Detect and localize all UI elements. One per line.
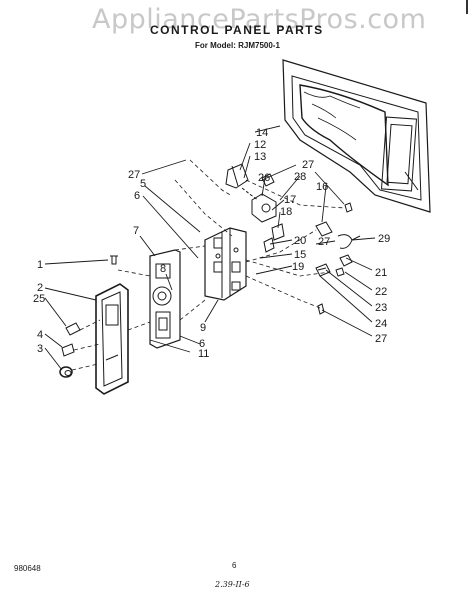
callout-16: 16 bbox=[316, 181, 328, 193]
callout-27-upper-right: 27 bbox=[302, 159, 314, 171]
callout-27-top: 27 bbox=[128, 169, 140, 181]
corner-mark bbox=[466, 0, 468, 14]
callout-12: 12 bbox=[254, 139, 266, 151]
model-subtitle: For Model: RJM7500-1 bbox=[195, 41, 280, 50]
leader-lines bbox=[44, 125, 376, 371]
callout-5: 5 bbox=[140, 178, 146, 190]
callout-24: 24 bbox=[375, 318, 387, 330]
frame-assembly bbox=[282, 59, 431, 213]
callout-26: 26 bbox=[258, 172, 270, 184]
callout-7: 7 bbox=[133, 225, 139, 237]
page-number: 6 bbox=[232, 561, 237, 570]
callout-25: 25 bbox=[33, 293, 45, 305]
switch-cluster bbox=[225, 163, 285, 253]
callout-8: 8 bbox=[160, 263, 166, 275]
callout-27-bottom: 27 bbox=[375, 333, 387, 345]
callout-17: 17 bbox=[284, 194, 296, 206]
watermark-logo-text: AppliancePartsPros.com bbox=[92, 4, 427, 35]
callout-6-top: 6 bbox=[134, 190, 140, 202]
callout-20: 20 bbox=[294, 235, 306, 247]
callout-13: 13 bbox=[254, 151, 266, 163]
callout-1: 1 bbox=[37, 259, 43, 271]
callout-14: 14 bbox=[256, 127, 268, 139]
callout-4: 4 bbox=[37, 329, 43, 341]
callout-18: 18 bbox=[280, 206, 292, 218]
callout-3: 3 bbox=[37, 343, 43, 355]
callout-6-bottom: 6 bbox=[199, 338, 205, 350]
callout-27-middle: 27 bbox=[318, 236, 330, 248]
callout-23: 23 bbox=[375, 302, 387, 314]
callout-labels: 27 5 6 7 1 2 25 4 3 8 9 6 11 14 12 13 26… bbox=[33, 127, 390, 360]
callout-15: 15 bbox=[294, 249, 306, 261]
callout-19: 19 bbox=[292, 261, 304, 273]
document-code: 980648 bbox=[14, 564, 41, 573]
control-panel-housing bbox=[204, 227, 247, 301]
callout-2: 2 bbox=[37, 282, 43, 294]
front-bezel bbox=[95, 283, 129, 395]
handwritten-mark: 2.39-II-6 bbox=[215, 580, 250, 589]
callout-22: 22 bbox=[375, 286, 387, 298]
page-title: CONTROL PANEL PARTS bbox=[150, 23, 324, 37]
callout-11: 11 bbox=[198, 348, 209, 360]
callout-9: 9 bbox=[200, 322, 206, 334]
callout-21: 21 bbox=[375, 267, 387, 279]
callout-28: 28 bbox=[294, 171, 306, 183]
harness-lines bbox=[71, 159, 346, 371]
callout-29: 29 bbox=[378, 233, 390, 245]
